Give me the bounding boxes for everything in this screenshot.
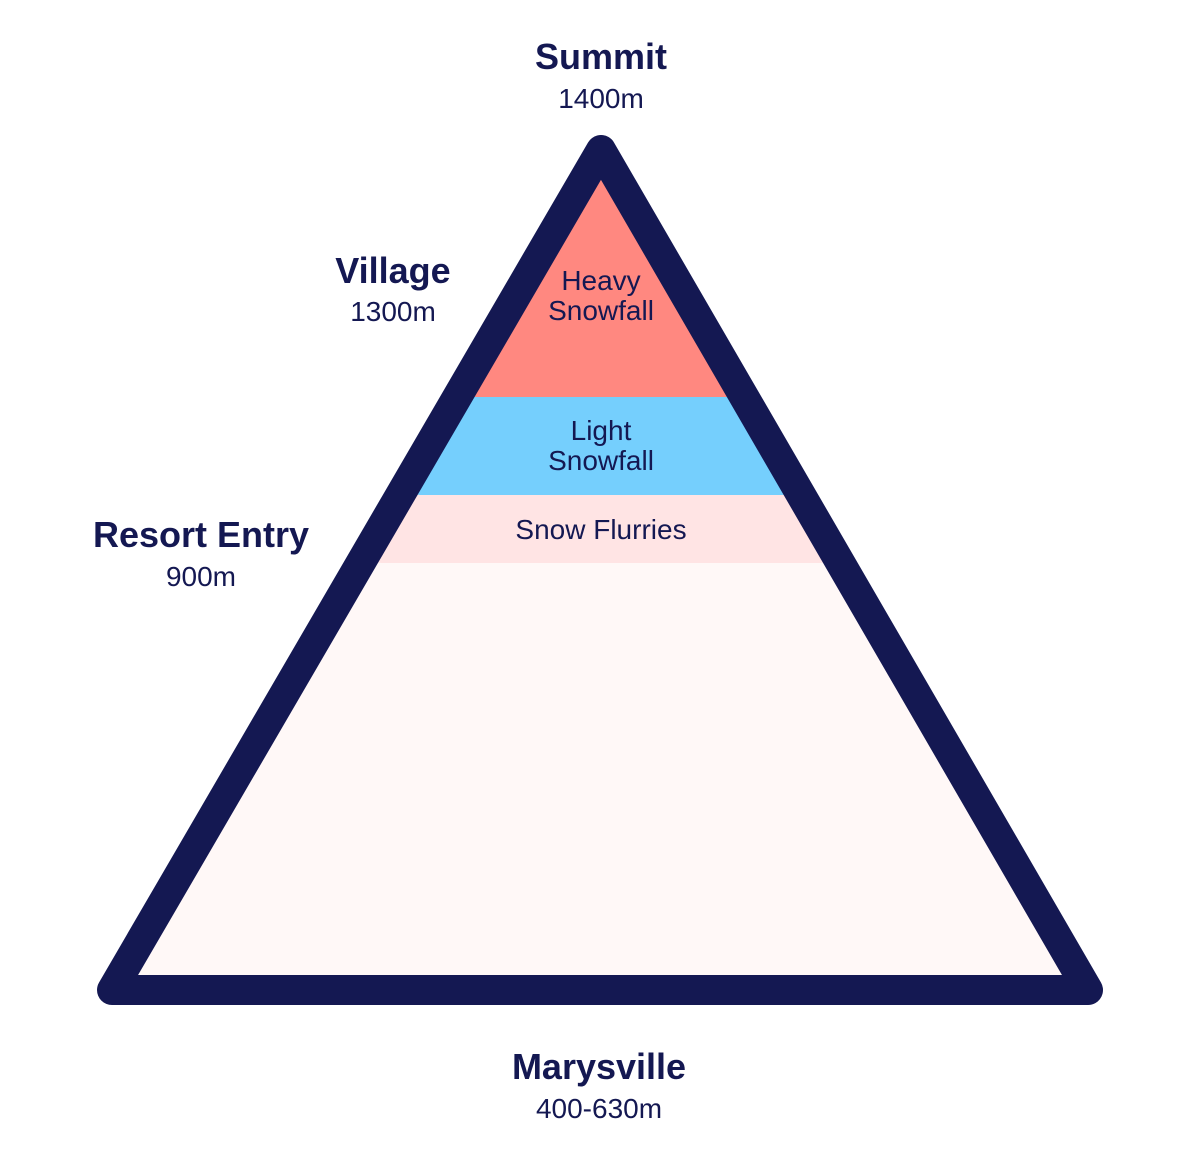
village-name: Village [335, 250, 450, 291]
marysville-name: Marysville [512, 1046, 686, 1087]
summit-elevation: 1400m [558, 83, 644, 114]
light-snowfall-label-line1: Light [571, 415, 632, 446]
summit-name: Summit [535, 36, 667, 77]
snow-flurries-label: Snow Flurries [515, 514, 686, 545]
mountain-base-fill [112, 150, 1088, 990]
snow-flurries-band [373, 490, 829, 563]
light-snowfall-label-line2: Snowfall [548, 445, 654, 476]
resort-entry-elevation: 900m [166, 561, 236, 592]
mountain-outline [97, 135, 1103, 1005]
village-elevation: 1300m [350, 296, 436, 327]
resort-entry-name: Resort Entry [93, 514, 309, 555]
heavy-snowfall-band [469, 166, 733, 397]
heavy-snowfall-label-line2: Snowfall [548, 295, 654, 326]
marysville-elevation: 400-630m [536, 1093, 662, 1124]
heavy-snowfall-label-line1: Heavy [561, 265, 640, 296]
light-snowfall-band [413, 393, 789, 495]
